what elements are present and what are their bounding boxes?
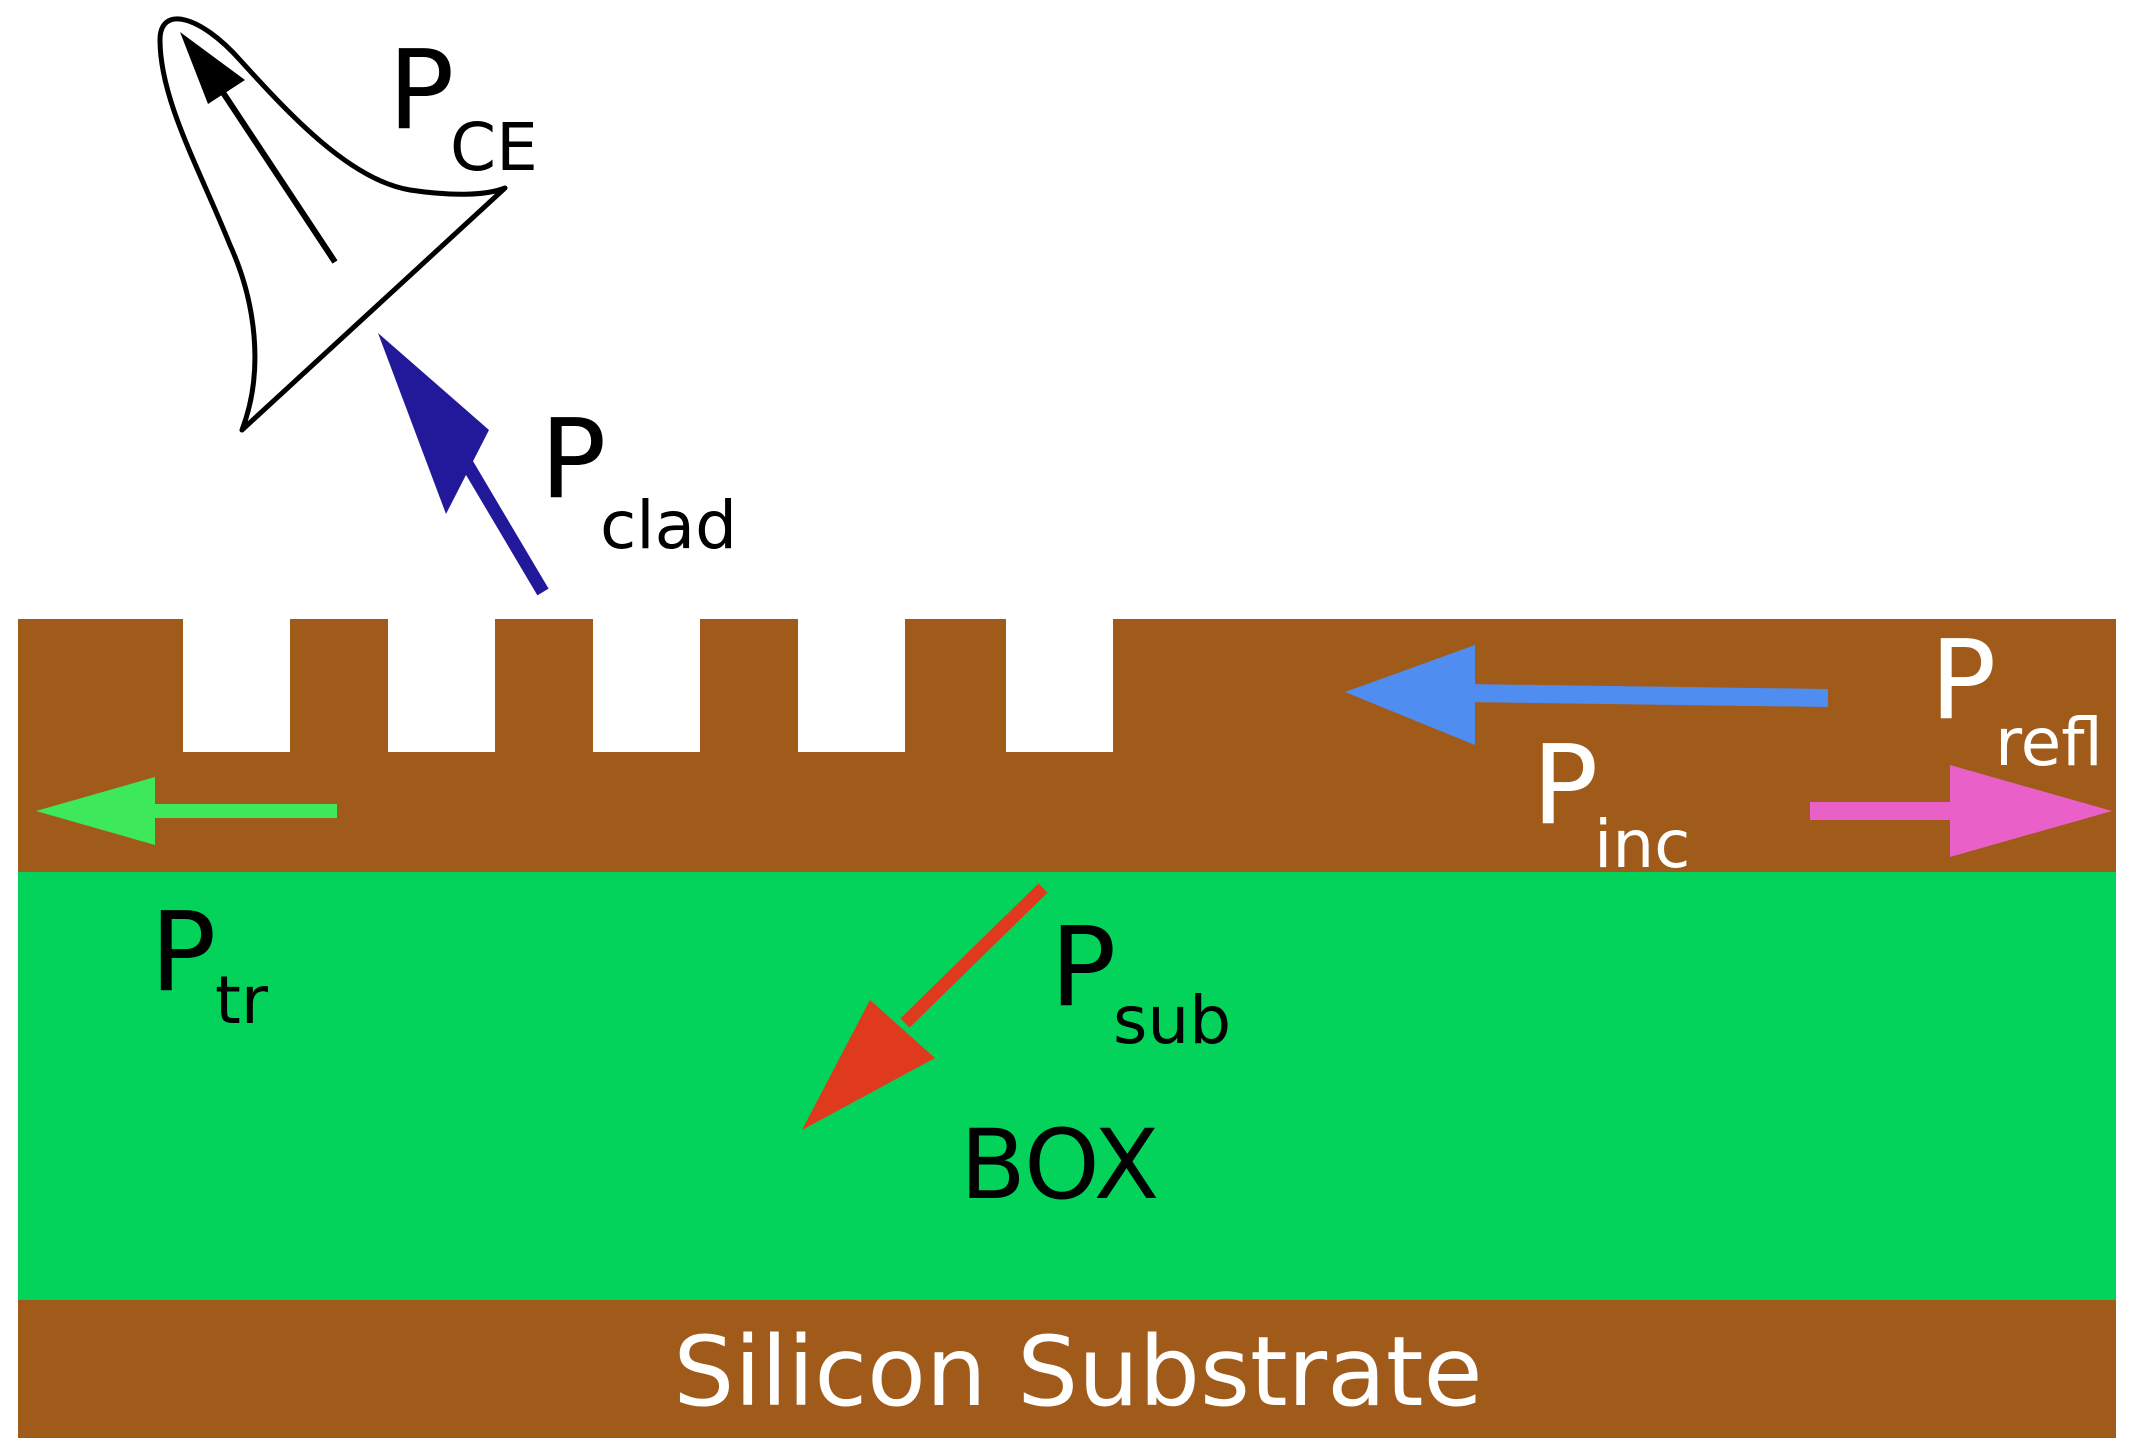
clad-arrow-shaft	[454, 448, 549, 596]
refl-arrow-head	[1950, 765, 2112, 857]
silicon-substrate-layer	[18, 1300, 2116, 1438]
p-refl-subscript: refl	[1995, 704, 2103, 781]
p-inc-label: P	[1532, 721, 1598, 849]
sub-arrow-head	[802, 1000, 935, 1130]
p-sub-subscript: sub	[1113, 982, 1231, 1059]
substrate-label: Silicon Substrate	[673, 1316, 1482, 1428]
clad-arrow-head	[378, 333, 489, 514]
tr-arrow-head	[36, 777, 155, 845]
silicon-grating-layer	[18, 619, 2116, 872]
ce-arrow-shaft	[215, 83, 338, 264]
p-refl-label: P	[1930, 616, 1996, 744]
p-ce-label: P	[388, 26, 454, 154]
sub-arrow-shaft	[900, 883, 1048, 1028]
p-clad-label: P	[540, 395, 606, 523]
inc-arrow-shaft	[1464, 684, 1829, 707]
p-sub-label: P	[1050, 903, 1116, 1031]
p-inc-subscript: inc	[1594, 806, 1690, 883]
p-ce-subscript: CE	[450, 109, 538, 186]
box-layer	[18, 872, 2116, 1300]
p-clad-subscript: clad	[600, 487, 737, 564]
p-tr-label: P	[150, 888, 216, 1016]
ce-arrow-head	[180, 32, 245, 104]
box-label: BOX	[960, 1109, 1159, 1221]
fiber-detector-icon	[157, 16, 508, 433]
inc-arrow-head	[1345, 645, 1475, 745]
p-tr-subscript: tr	[215, 962, 269, 1039]
